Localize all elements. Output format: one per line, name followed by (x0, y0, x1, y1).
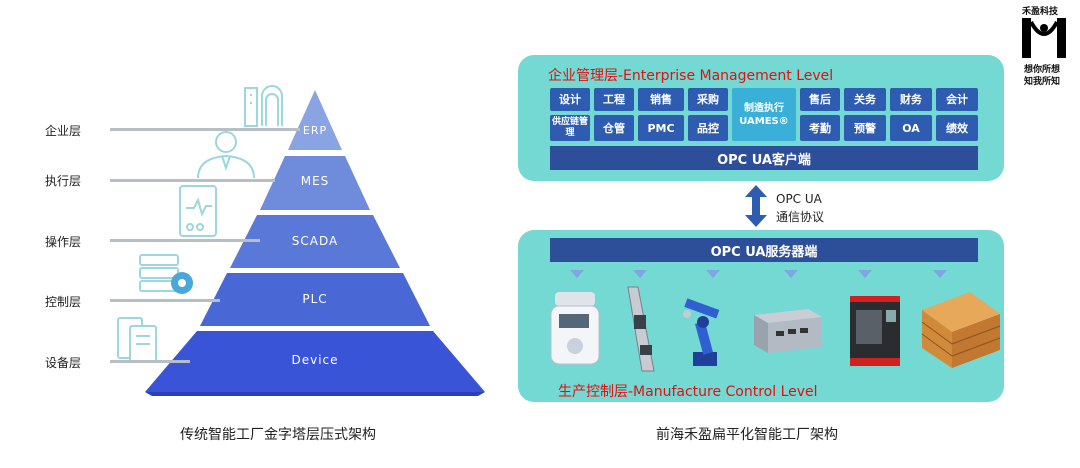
module-pmc: PMC (638, 115, 684, 141)
pyramid-tier-device (145, 331, 485, 392)
uames-line2: UAMES® (739, 115, 789, 127)
tier-text-erp: ERP (302, 124, 328, 137)
module-performance: 绩效 (936, 115, 978, 141)
logo-top-text: 禾盈科技 (1022, 7, 1059, 17)
logo-line2: 知我所知 (1024, 77, 1061, 87)
layer-label-device: 设备层 (45, 356, 82, 370)
pyramid-tier-erp (288, 90, 342, 150)
robot-arm-image (683, 298, 720, 366)
down-arrow-icon (706, 270, 720, 278)
module-uames: 制造执行 UAMES® (732, 88, 796, 141)
building-icon (244, 85, 283, 127)
leader-line-mes (110, 179, 275, 182)
module-after-sales: 售后 (800, 88, 840, 111)
down-arrow-icon (570, 270, 584, 278)
opc-ua-server-bar: OPC UA服务器端 (550, 238, 978, 262)
linear-actuator-image (627, 286, 655, 372)
module-purchasing: 采购 (688, 88, 728, 111)
logo-mark-icon (1022, 18, 1066, 58)
layer-label-execution: 执行层 (45, 174, 82, 188)
layer-label-enterprise: 企业层 (45, 124, 82, 138)
pyramid-tier-plc (200, 273, 430, 326)
module-oa: OA (890, 115, 932, 141)
right-caption: 前海禾盈扁平化智能工厂架构 (656, 427, 838, 443)
uames-line1: 制造执行 (744, 102, 784, 114)
opc-ua-client-bar: OPC UA客户端 (550, 146, 978, 170)
down-arrow-icon (933, 270, 947, 278)
protocol-label-line1: OPC UA (776, 192, 822, 206)
module-quality-control: 品控 (688, 115, 728, 141)
left-caption: 传统智能工厂金字塔层压式架构 (180, 427, 376, 443)
pyramid-tier-scada (230, 215, 400, 268)
gear-icon (171, 272, 193, 294)
industrial-pc-image (754, 309, 822, 353)
layer-label-operation: 操作层 (45, 235, 82, 249)
module-design: 设计 (550, 88, 590, 111)
module-accounting: 会计 (936, 88, 978, 111)
layer-label-control: 控制层 (45, 295, 82, 309)
warehouse-rack-image (921, 292, 1001, 368)
module-sales: 销售 (638, 88, 684, 111)
protocol-label-line2: 通信协议 (776, 210, 825, 224)
enterprise-management-title: 企业管理层-Enterprise Management Level (548, 68, 834, 84)
tier-text-plc: PLC (302, 292, 328, 306)
pyramid-tier-mes (260, 156, 370, 210)
instrument-device-image (550, 292, 600, 365)
down-arrow-icon (784, 270, 798, 278)
leader-line-scada (110, 239, 260, 242)
down-arrow-icon (633, 270, 647, 278)
person-icon (197, 131, 255, 179)
module-attendance: 考勤 (800, 115, 840, 141)
module-finance: 财务 (890, 88, 932, 111)
tier-text-scada: SCADA (291, 234, 339, 248)
module-supply-chain: 供应链管理 (550, 115, 590, 141)
module-warehouse: 仓管 (594, 115, 634, 141)
leader-line-device (110, 360, 190, 363)
logo-line1: 想你所想 (1024, 65, 1061, 75)
double-arrow-icon (745, 185, 767, 227)
leader-line-plc (110, 299, 220, 302)
down-arrow-icon (858, 270, 872, 278)
module-customs: 关务 (844, 88, 886, 111)
module-alert: 预警 (844, 115, 886, 141)
pyramid-svg (117, 85, 485, 396)
cnc-machine-image (850, 296, 900, 366)
tier-text-mes: MES (300, 174, 330, 188)
manufacture-control-title: 生产控制层-Manufacture Control Level (558, 384, 818, 400)
leader-line-erp (110, 128, 300, 131)
tier-text-device: Device (291, 353, 339, 367)
module-engineering: 工程 (594, 88, 634, 111)
document-icon (117, 317, 157, 363)
monitor-icon (179, 185, 217, 237)
